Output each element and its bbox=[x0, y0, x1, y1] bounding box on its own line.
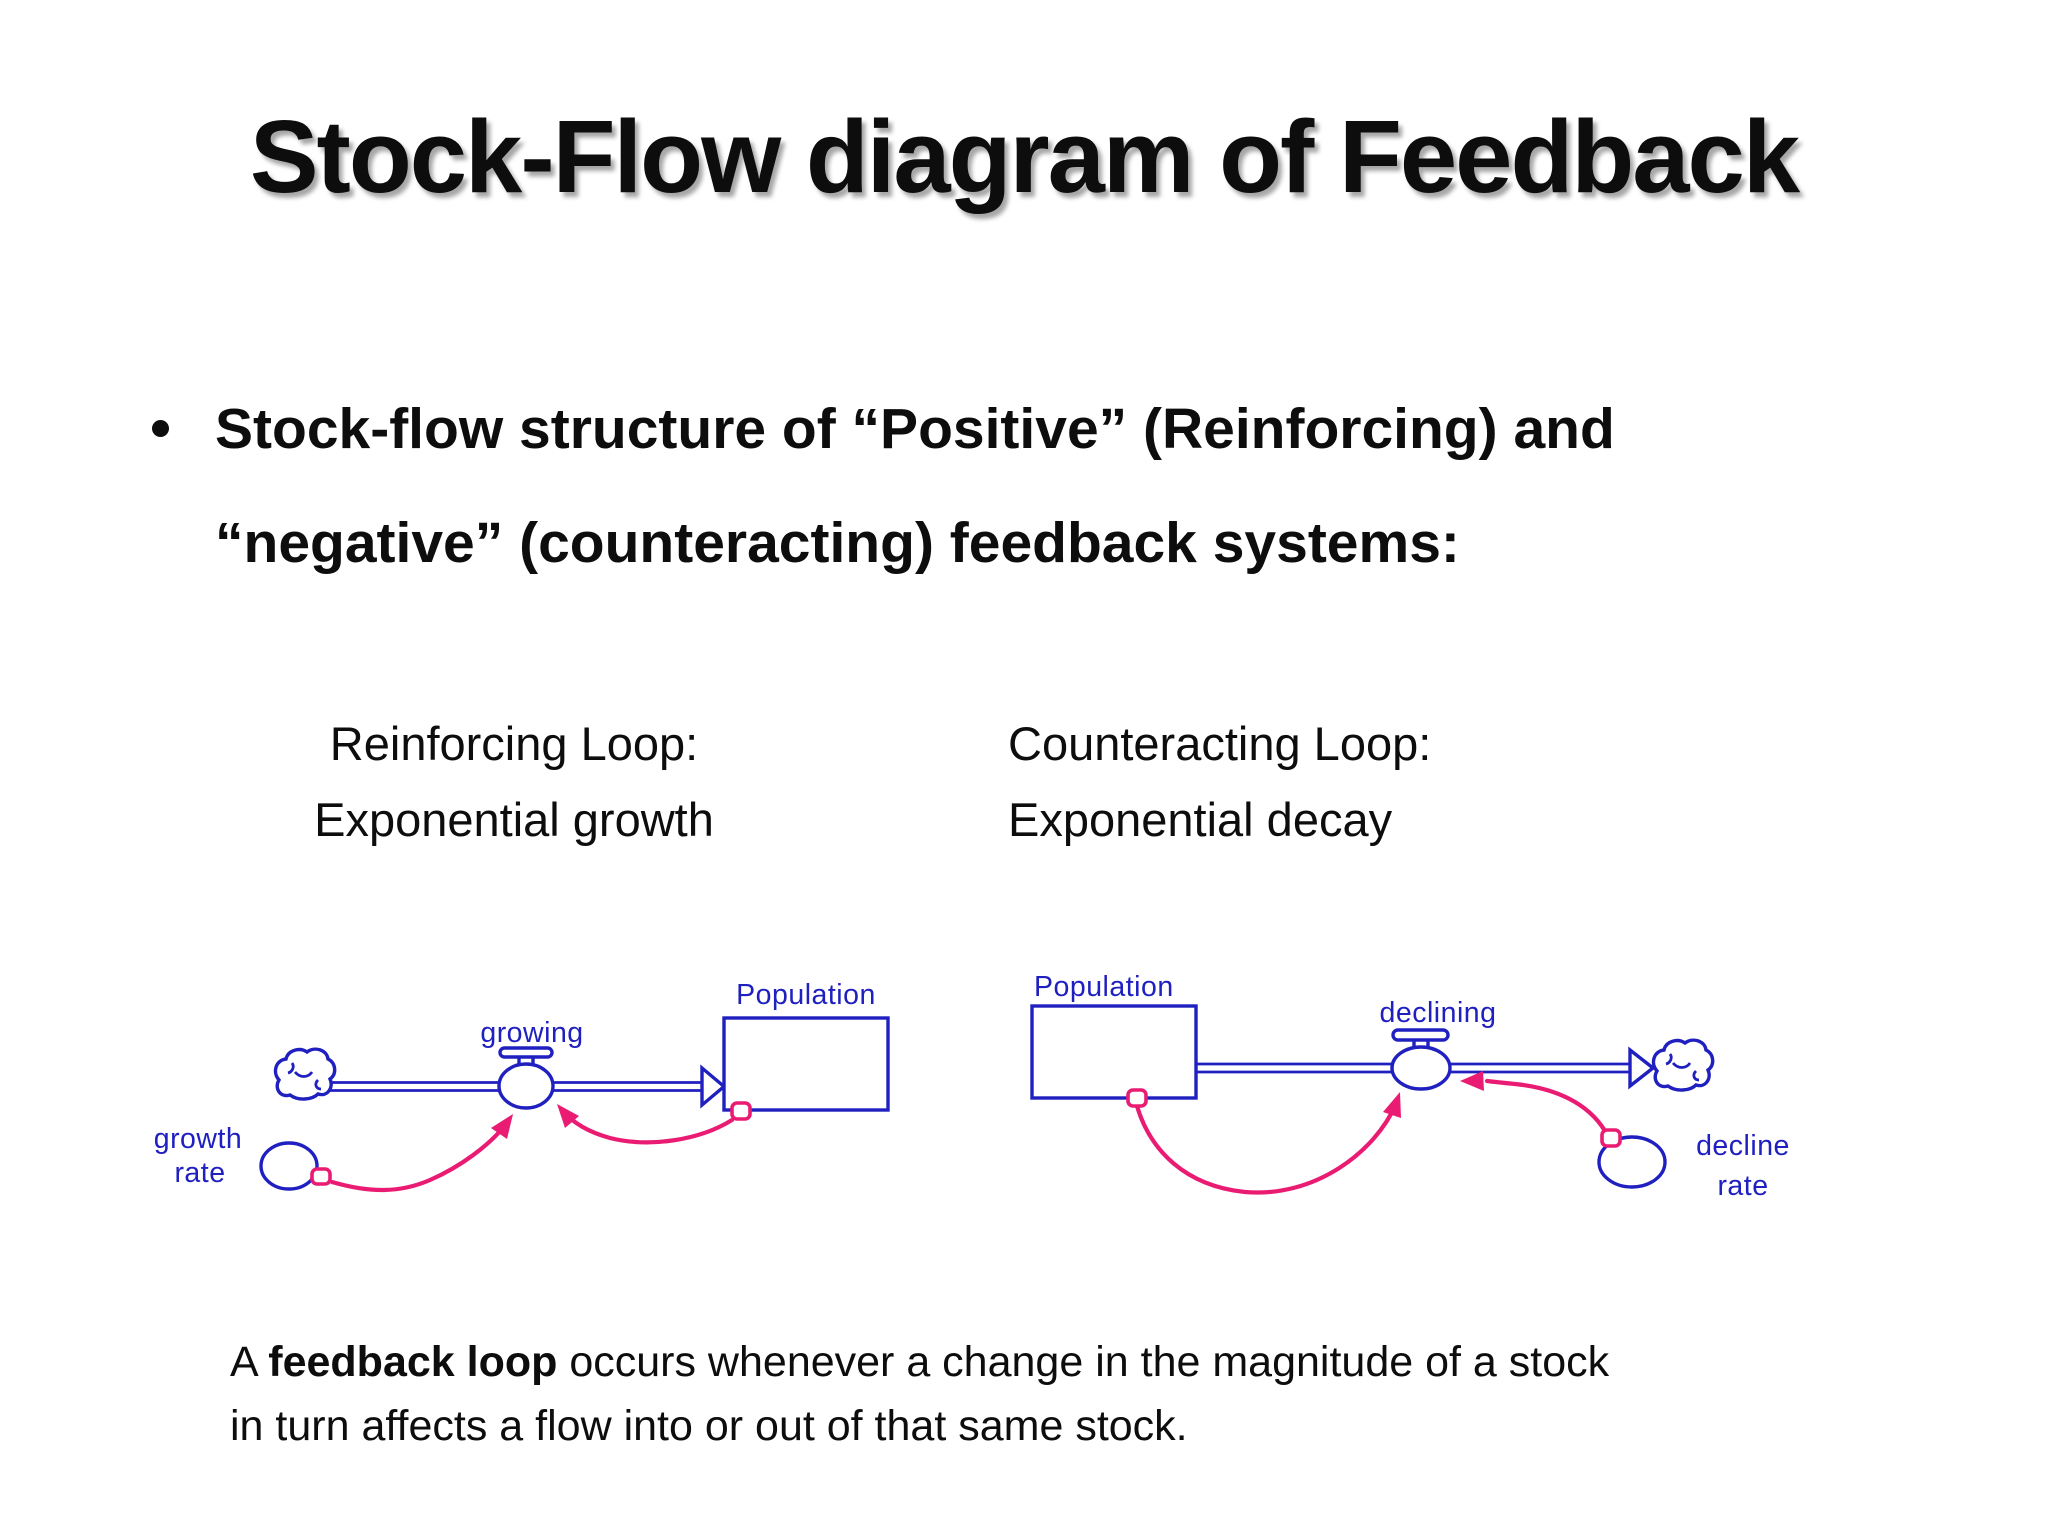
valve-icon bbox=[497, 1062, 555, 1110]
stock-label: Population bbox=[736, 979, 876, 1011]
rate-converter-icon bbox=[1597, 1135, 1667, 1189]
stock-box bbox=[1030, 1004, 1198, 1100]
flow-label: growing bbox=[480, 1017, 583, 1049]
rate-label-line2: rate bbox=[1717, 1170, 1768, 1202]
connector-anchor-stock bbox=[730, 1101, 752, 1121]
caption-line-1: A feedback loop occurs whenever a change… bbox=[230, 1330, 1609, 1394]
valve-icon bbox=[1390, 1045, 1452, 1091]
bullet-line-2: “negative” (counteracting) feedback syst… bbox=[215, 511, 1460, 575]
caption-lead: A bbox=[230, 1338, 269, 1386]
rate-label-line2: rate bbox=[174, 1157, 225, 1189]
rate-converter-icon bbox=[259, 1141, 319, 1191]
slide-title: Stock-Flow diagram of Feedback bbox=[249, 99, 1800, 214]
valve-handle bbox=[1391, 1028, 1450, 1042]
connector-arrowhead-icon bbox=[557, 1104, 579, 1128]
rate-to-flow-connector bbox=[1484, 1078, 1608, 1134]
caption: A feedback loop occurs whenever a change… bbox=[230, 1330, 1609, 1458]
bullet-item: Stock-flow structure of “Positive” (Rein… bbox=[152, 372, 1615, 600]
source-cloud-icon bbox=[273, 1047, 337, 1101]
reinforcing-loop-diagram: Population growing growth rate bbox=[154, 979, 890, 1193]
rate-label-line1: growth bbox=[154, 1123, 243, 1155]
connector-arrowhead-icon bbox=[491, 1114, 513, 1139]
bullet-line-1: Stock-flow structure of “Positive” (Rein… bbox=[215, 397, 1615, 461]
caption-bold-term: feedback loop bbox=[268, 1338, 558, 1386]
rate-to-flow-connector bbox=[329, 1121, 509, 1193]
connector-arrowhead-icon bbox=[1460, 1071, 1484, 1091]
caption-rest: occurs whenever a change in the magnitud… bbox=[557, 1338, 1610, 1386]
reinforcing-loop-title: Reinforcing Loop: bbox=[329, 717, 699, 770]
bullet-dot bbox=[152, 420, 169, 437]
stock-to-flow-connector bbox=[559, 1107, 735, 1145]
flow-arrowhead-icon bbox=[1628, 1046, 1656, 1090]
connector-anchor-rate bbox=[1600, 1128, 1622, 1148]
counteracting-loop-title: Counteracting Loop: bbox=[1008, 717, 1432, 770]
flow-label: declining bbox=[1380, 997, 1497, 1029]
flow-arrowhead-icon bbox=[700, 1064, 727, 1109]
reinforcing-loop-subtitle: Exponential growth bbox=[314, 793, 714, 846]
bullet-text: Stock-flow structure of “Positive” (Rein… bbox=[215, 372, 1615, 600]
stock-to-flow-connector bbox=[1134, 1101, 1399, 1195]
rate-label-line1: decline bbox=[1696, 1130, 1790, 1162]
valve-handle bbox=[498, 1046, 554, 1059]
counteracting-loop-diagram: Population declining decline rate bbox=[1030, 971, 1790, 1202]
connector-anchor-rate bbox=[310, 1167, 332, 1186]
reinforcing-loop-heading: Reinforcing Loop: Exponential growth bbox=[268, 706, 760, 858]
connector-anchor-stock bbox=[1126, 1088, 1148, 1108]
caption-line-2: in turn affects a flow into or out of th… bbox=[230, 1402, 1188, 1450]
connector-arrowhead-icon bbox=[1383, 1092, 1401, 1118]
stock-box bbox=[722, 1016, 890, 1112]
stock-label: Population bbox=[1034, 971, 1174, 1003]
counteracting-loop-subtitle: Exponential decay bbox=[1008, 793, 1393, 846]
sink-cloud-icon bbox=[1651, 1038, 1715, 1092]
counteracting-loop-heading: Counteracting Loop: Exponential decay bbox=[1008, 706, 1431, 858]
